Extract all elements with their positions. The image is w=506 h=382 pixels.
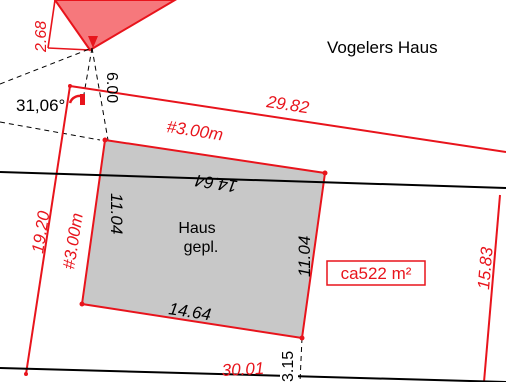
dim-boundary-left: 19.20	[28, 209, 54, 255]
dim-offset-bottom: 3.15	[280, 351, 297, 382]
boundary-corner-point	[24, 372, 28, 376]
house-corner-point	[299, 335, 305, 341]
angle-marker	[80, 94, 85, 105]
dim-neighbor-edge: 2.68	[33, 21, 50, 53]
dim-house-left: 11.04	[107, 193, 126, 234]
plot-boundary	[25, 85, 506, 382]
cadastral-line	[0, 367, 506, 382]
dim-boundary-right: 15.83	[474, 246, 497, 291]
area-label: ca522 m²	[341, 264, 412, 283]
angle-label: 31,06°	[16, 96, 65, 115]
neighbor-corner-arrow	[88, 36, 98, 48]
boundary-top-line	[69, 85, 506, 153]
house-corner-point	[322, 170, 328, 176]
construction-line	[0, 121, 101, 141]
plan-title: Vogelers Haus	[327, 38, 438, 57]
dim-boundary-bottom: 30.01	[221, 359, 264, 380]
house-label: Haus	[178, 220, 215, 237]
house-corner-point	[79, 301, 85, 307]
dim-boundary-top: 29.82	[264, 92, 310, 117]
dim-offset-top: 6.00	[103, 72, 120, 103]
neighbor-edge-line	[47, 47, 91, 51]
boundary-corner-point	[68, 84, 72, 88]
construction-line	[91, 47, 109, 141]
construction-lines	[0, 47, 303, 382]
neighbor-parcel	[53, 0, 177, 52]
area-box	[326, 260, 426, 286]
dim-setback-top: #3.00m	[165, 117, 224, 144]
boundary-left-line	[25, 85, 71, 375]
dim-house-right: 11.04	[295, 236, 314, 277]
cadastral-line	[0, 171, 506, 189]
construction-line	[299, 337, 303, 382]
offset-bottom-mask	[280, 343, 298, 382]
construction-line	[83, 47, 93, 95]
boundary-right-line	[483, 194, 501, 382]
house-corner-point	[102, 137, 108, 143]
dim-setback-left: #3.00m	[59, 212, 87, 271]
construction-line	[0, 47, 93, 85]
house-label-sub: gepl.	[184, 239, 219, 256]
neighbor-edge-line	[47, 0, 56, 49]
